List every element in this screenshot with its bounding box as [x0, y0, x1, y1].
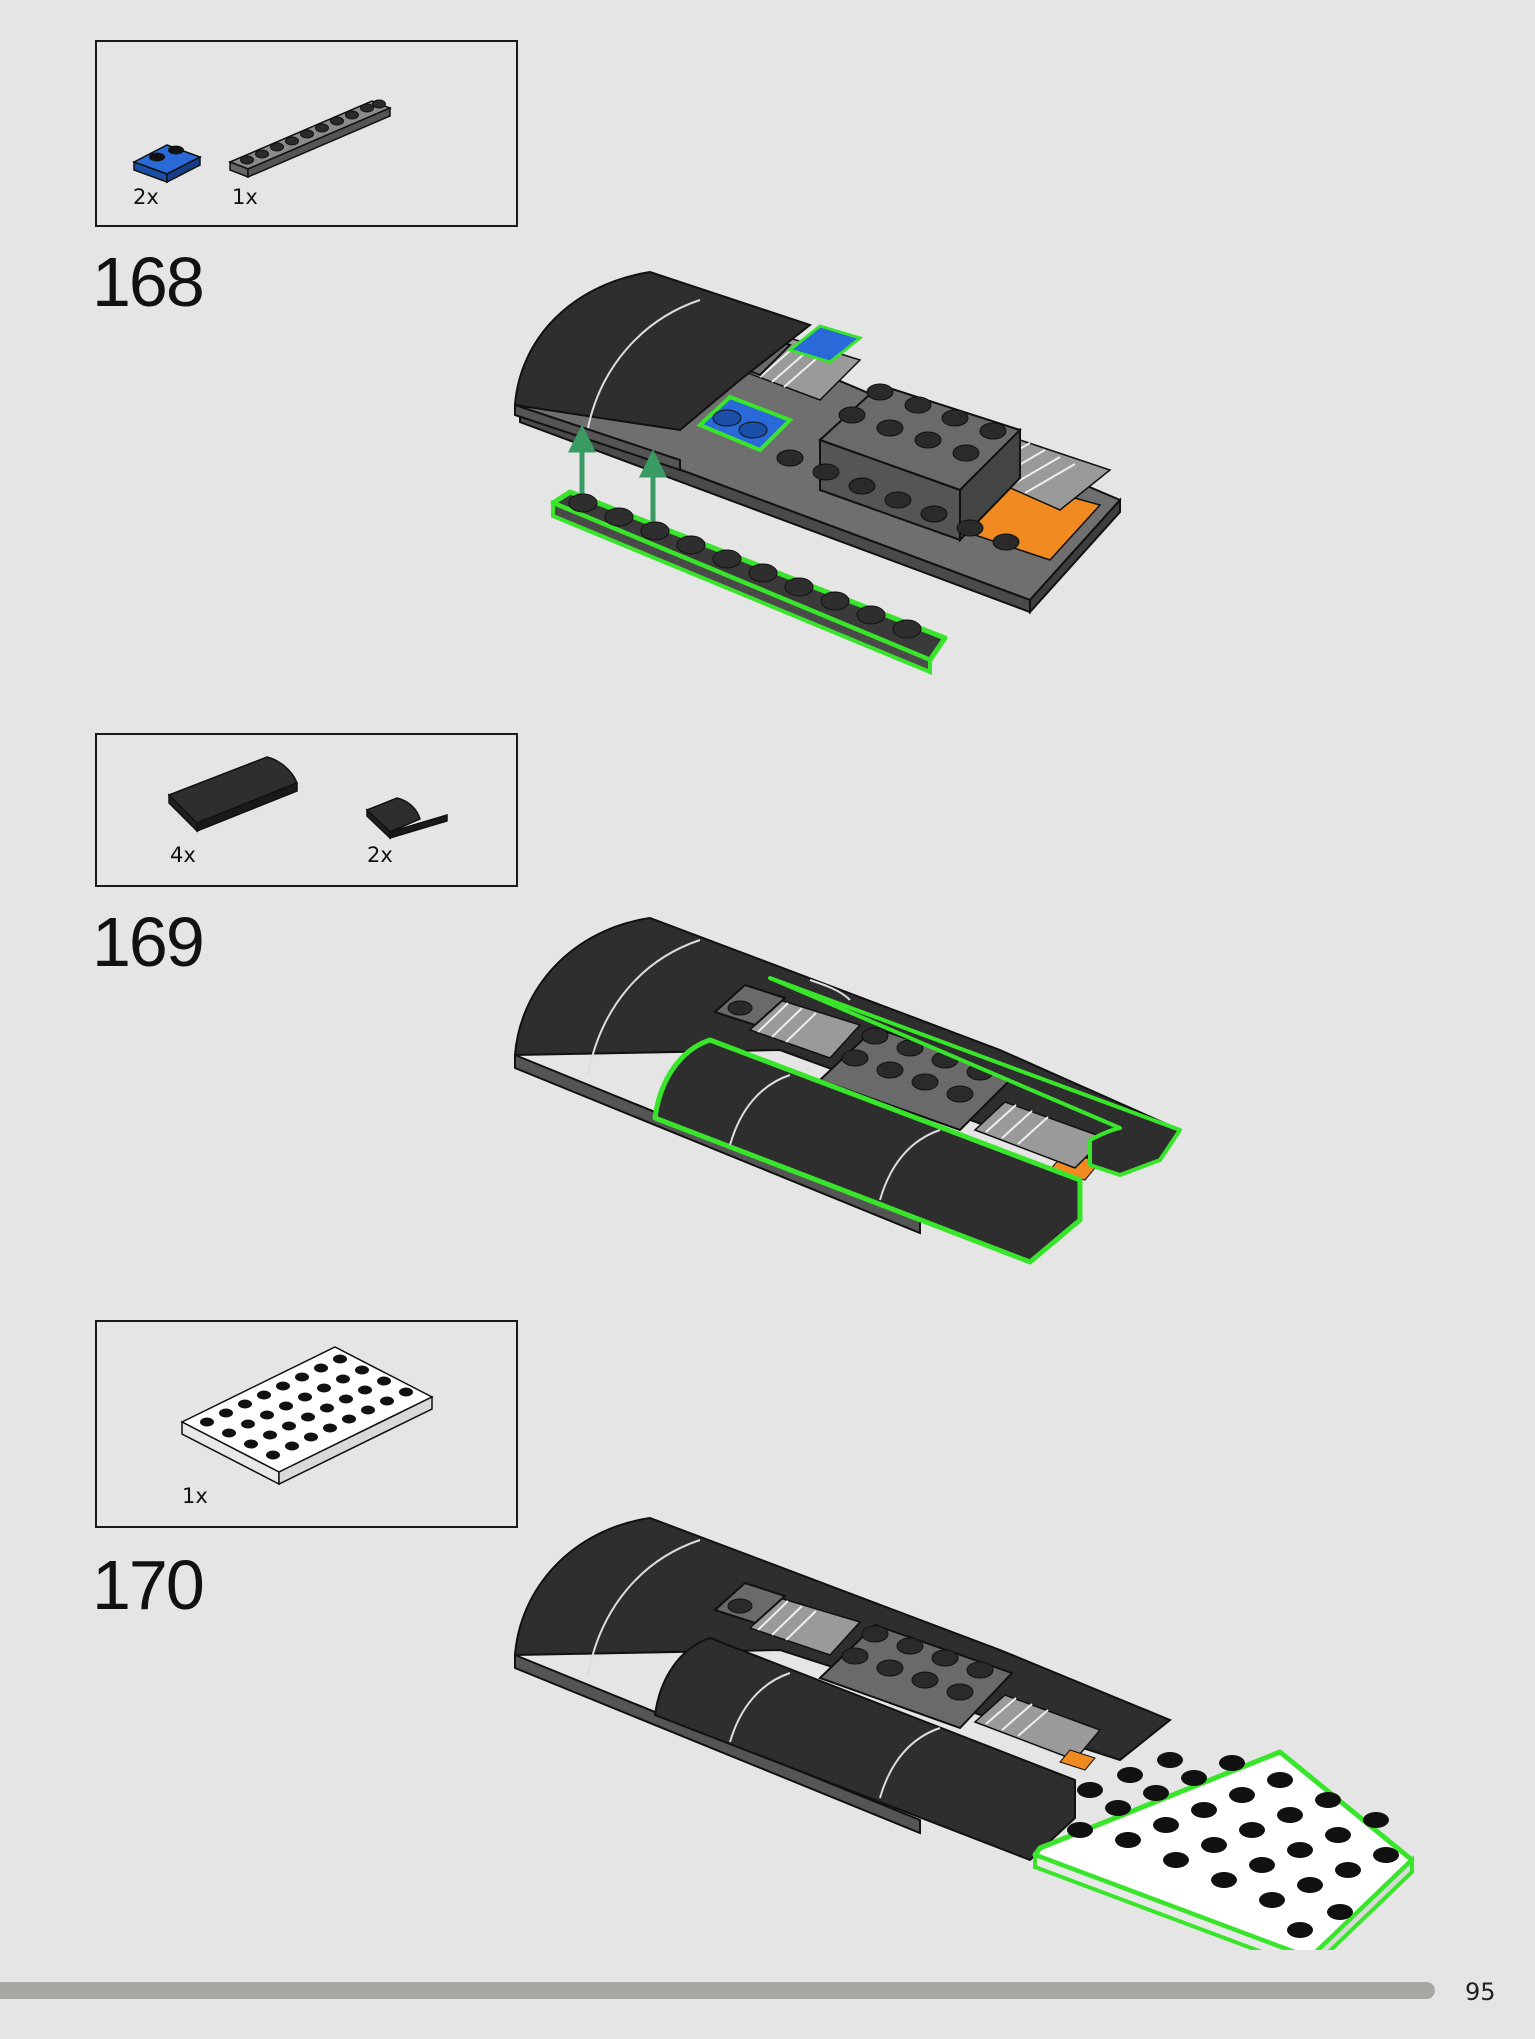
step-number: 169 — [92, 903, 205, 981]
parts-callout-168: 2x 1x — [95, 40, 518, 227]
blue-plate-icon — [132, 144, 202, 184]
parts-illustration-168 — [132, 99, 392, 184]
parts-illustration-170 — [180, 1346, 434, 1486]
curved-slope-small-icon — [365, 797, 448, 840]
build-illustration-169 — [513, 916, 1182, 1265]
grey-long-plate-icon — [228, 99, 392, 179]
parts-illustration-169 — [167, 756, 448, 840]
step-number: 168 — [92, 243, 205, 321]
new-white-plate — [1032, 1749, 1415, 1950]
part-qty: 4x — [170, 843, 196, 867]
page-number: 95 — [1465, 1978, 1496, 2006]
part-qty: 1x — [232, 185, 258, 209]
part-qty: 2x — [133, 185, 159, 209]
build-illustration-168 — [513, 270, 1122, 675]
parts-callout-169: 4x 2x — [95, 733, 518, 887]
curved-slope-large-icon — [167, 756, 298, 833]
progress-bar — [0, 1982, 1435, 1999]
parts-callout-170: 1x — [95, 1320, 518, 1528]
new-long-plate — [550, 489, 948, 675]
part-qty: 2x — [367, 843, 393, 867]
step-number: 170 — [92, 1546, 205, 1624]
build-illustration-170 — [513, 1516, 1415, 1950]
part-qty: 1x — [182, 1484, 208, 1508]
white-plate-icon — [180, 1346, 434, 1486]
